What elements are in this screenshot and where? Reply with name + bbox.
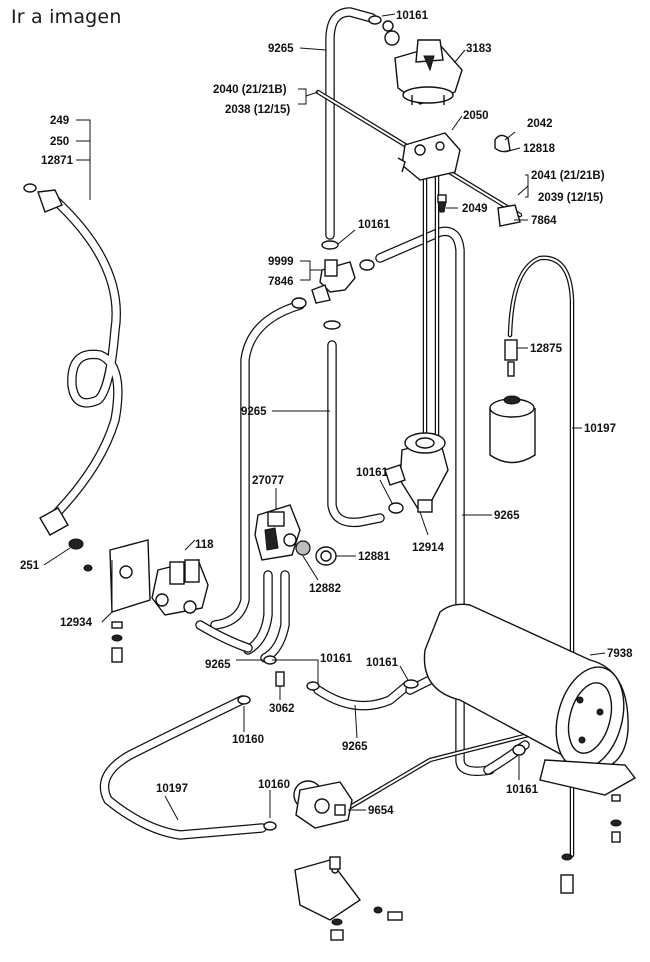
tee-9999[interactable] — [311, 259, 356, 304]
label-9265-right[interactable]: 9265 — [494, 510, 520, 522]
connector-3062[interactable] — [275, 671, 285, 687]
label-2038[interactable]: 2038 (12/15) — [225, 104, 290, 116]
label-12871[interactable]: 12871 — [41, 155, 74, 167]
hose-center — [327, 340, 385, 528]
washer-251[interactable] — [39, 507, 84, 550]
label-3183[interactable]: 3183 — [466, 43, 492, 55]
label-10160-b[interactable]: 10160 — [258, 779, 290, 791]
bracket-7864[interactable] — [497, 204, 521, 227]
tank-screws[interactable] — [560, 794, 622, 894]
seal-12881[interactable] — [315, 546, 337, 566]
fitting-249[interactable] — [23, 183, 63, 213]
label-10160[interactable]: 10160 — [232, 734, 264, 746]
leaders — [43, 13, 606, 821]
label-249[interactable]: 249 — [50, 115, 69, 127]
page-title[interactable]: Ir a imagen — [11, 6, 122, 28]
label-2040[interactable]: 2040 (21/21B) — [213, 84, 287, 96]
label-9654[interactable]: 9654 — [368, 805, 394, 817]
label-10161-low[interactable]: 10161 — [320, 653, 353, 665]
label-2049[interactable]: 2049 — [462, 203, 488, 215]
part-labels: 10161 3183 9265 2040 (21/21B) 2038 (12/1… — [20, 10, 633, 817]
label-2050[interactable]: 2050 — [463, 110, 489, 122]
label-7864[interactable]: 7864 — [531, 215, 557, 227]
clamp-10160[interactable] — [237, 695, 277, 831]
cup-12875[interactable] — [489, 339, 536, 464]
tube-pump-tank — [342, 729, 543, 813]
label-10161-br[interactable]: 10161 — [506, 784, 539, 796]
label-12818[interactable]: 12818 — [523, 143, 556, 155]
screw-2049[interactable] — [437, 194, 447, 213]
bottom-bracket[interactable] — [294, 856, 403, 941]
label-9999[interactable]: 9999 — [268, 256, 294, 268]
label-2039[interactable]: 2039 (12/15) — [538, 192, 603, 204]
label-250[interactable]: 250 — [50, 136, 69, 148]
label-27077[interactable]: 27077 — [252, 475, 284, 487]
valve-118[interactable] — [109, 539, 209, 616]
label-118[interactable]: 118 — [195, 539, 214, 551]
label-12882[interactable]: 12882 — [309, 583, 341, 595]
label-12881[interactable]: 12881 — [358, 551, 391, 563]
label-9265-mid[interactable]: 9265 — [241, 406, 267, 418]
regulator-3183[interactable] — [382, 20, 463, 105]
label-10161-left[interactable]: 10161 — [356, 467, 389, 479]
pump-9654[interactable] — [293, 780, 353, 829]
label-3062[interactable]: 3062 — [269, 703, 295, 715]
tubing-group — [45, 7, 575, 858]
tee-2050[interactable] — [397, 132, 461, 181]
label-10161-mid[interactable]: 10161 — [358, 219, 391, 231]
label-10197-right[interactable]: 10197 — [584, 423, 616, 435]
label-9265-top[interactable]: 9265 — [268, 43, 294, 55]
label-9265-low[interactable]: 9265 — [205, 659, 231, 671]
valve-27077[interactable] — [254, 504, 301, 561]
label-12875[interactable]: 12875 — [530, 343, 563, 355]
label-7846[interactable]: 7846 — [268, 276, 294, 288]
clamps-10161[interactable] — [263, 15, 526, 756]
label-9265-bottom[interactable]: 9265 — [342, 741, 368, 753]
label-7938[interactable]: 7938 — [607, 648, 633, 660]
label-251[interactable]: 251 — [20, 560, 40, 572]
label-10161-low2[interactable]: 10161 — [366, 657, 399, 669]
label-12934[interactable]: 12934 — [60, 617, 93, 629]
label-2042[interactable]: 2042 — [527, 118, 553, 130]
label-12914[interactable]: 12914 — [412, 542, 445, 554]
ring-12882[interactable] — [295, 540, 311, 556]
tank-7938[interactable] — [423, 603, 637, 796]
label-2041[interactable]: 2041 (21/21B) — [531, 170, 605, 182]
label-10161-top[interactable]: 10161 — [396, 10, 429, 22]
label-10197-left[interactable]: 10197 — [156, 783, 188, 795]
screws-12934[interactable] — [83, 564, 123, 663]
components-group — [23, 15, 637, 941]
housing-12914[interactable] — [384, 432, 449, 514]
